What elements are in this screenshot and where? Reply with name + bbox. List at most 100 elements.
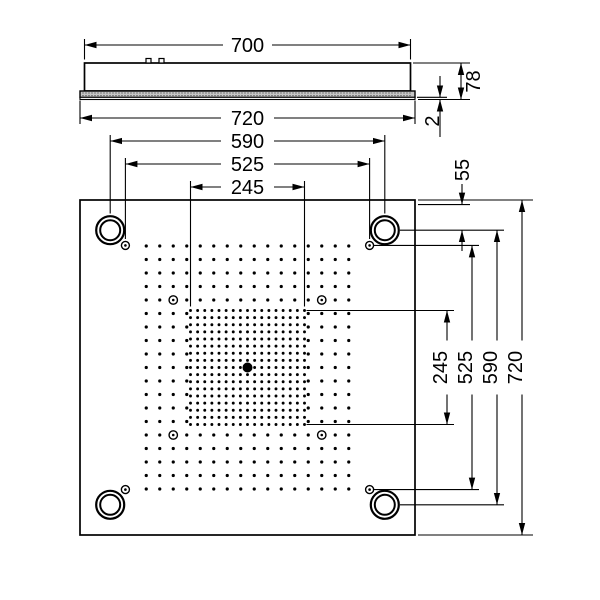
spray-dot-dense [210,337,214,341]
spray-dot-dense [217,330,221,334]
plate-lip [79,96,416,101]
spray-dot-dense [281,380,285,384]
spray-dot [198,460,202,464]
spray-dot-dense [267,366,271,369]
spray-dot [333,460,337,464]
plate-texture-dot [337,92,339,94]
spray-dot [306,419,310,424]
spray-dot [185,379,189,383]
spray-dot [306,257,310,262]
spray-dot-dense [295,415,299,419]
label-bg [221,107,274,129]
spray-nozzle-grid [144,244,351,491]
spray-dot-dense [203,330,207,334]
spray-dot [171,338,175,343]
spray-dot [279,460,283,464]
spray-dot-dense [246,337,249,341]
spray-dot [185,365,189,370]
spray-dot [185,298,189,302]
plate-texture-dot [292,92,294,94]
spray-dot [347,433,351,437]
spray-dot [185,271,189,275]
plate-texture-dot [217,92,219,94]
spray-dot-dense [224,316,228,320]
spray-dot-dense [303,380,306,384]
plate-texture-dot [361,92,363,94]
dim-590-top-label: 590 [231,131,264,153]
spray-dot [347,392,351,397]
plate-texture-dot [265,92,267,94]
spray-dot-dense [238,330,242,334]
spray-dot [279,433,283,437]
spray-dot-dense [246,415,249,419]
spray-dot [347,406,351,410]
spray-dot [225,433,229,437]
spray-dot-dense [281,330,285,334]
plate-texture-dot [304,94,306,97]
plate-texture-dot [103,92,105,94]
plan-features [95,215,400,520]
plate-texture-dot [340,94,342,97]
spray-dot-dense [217,380,221,384]
label-bg [223,34,272,56]
plate-texture-dot [379,94,381,97]
spray-dot [171,406,175,410]
spray-dot [225,257,229,262]
spray-dot-dense [217,415,221,419]
spray-dot-dense [274,316,278,320]
spray-dot-dense [189,316,192,320]
spray-dot-dense [224,330,228,334]
plate-texture-dot [184,94,186,97]
plate-texture-dot [127,92,129,94]
spray-dot [306,298,310,302]
plate-texture-dot [163,92,165,94]
spray-dot-dense [260,316,264,320]
plate-texture-dot [175,92,177,94]
spray-dot [347,257,351,262]
spray-dot [333,487,337,491]
plate-texture-dot [112,92,114,94]
spray-dot [320,406,324,410]
spray-dot-dense [295,423,299,426]
spray-dot [333,284,337,289]
spray-dot-dense [224,401,228,405]
spray-dot-dense [203,380,207,384]
plate-texture-dot [373,92,375,94]
shower-body-profile [83,62,412,92]
spray-dot-dense [189,344,192,348]
plate-texture-dot [124,92,126,94]
spray-dot [293,257,297,262]
plate-texture-dot [376,92,378,94]
plate-texture-dot [121,92,123,94]
plate-texture-dot [163,94,165,97]
spray-dot-dense [238,366,242,369]
spray-dot-dense [253,316,257,320]
spray-dot [158,244,162,248]
spray-dot [158,298,162,302]
spray-dot-dense [253,415,257,419]
spray-dot [171,271,175,275]
plate-texture-dot [364,94,366,97]
spray-dot-dense [303,415,306,419]
dim-525-right-label: 525 [455,351,477,384]
plate-texture-dot [256,94,258,97]
spray-dot-dense [260,344,264,348]
spray-dot-dense [246,316,249,320]
spray-dot [320,284,324,289]
spray-dot-dense [281,323,285,327]
spray-dot-dense [303,394,306,398]
plate-texture-dot [262,94,264,97]
plate-texture-dot [328,94,330,97]
spray-dot [158,419,162,424]
spray-dot-dense [253,344,257,348]
plate-texture-dot [100,94,102,97]
spray-dot-dense [196,387,200,391]
spray-dot [212,446,216,451]
spray-dot-dense [260,380,264,384]
plate-texture-dot [211,92,213,94]
plate-texture-dot [370,94,372,97]
label-bg [504,340,526,395]
spray-dot-dense [189,323,192,327]
plate-texture-dot [385,92,387,94]
